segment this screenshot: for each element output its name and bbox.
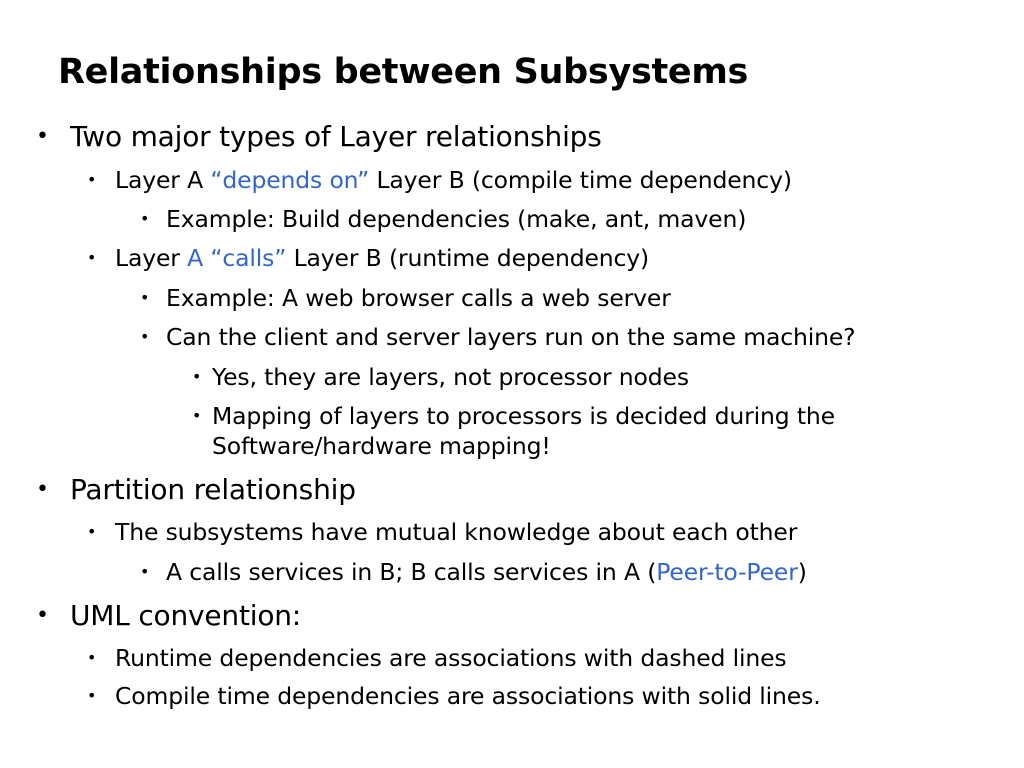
bullet-dot-icon: • — [87, 248, 97, 267]
bullet-dot-icon: • — [192, 367, 202, 386]
bullet-text: Two major types of Layer relationships — [70, 120, 602, 153]
bullet-dot-icon: • — [36, 124, 49, 149]
bullet-text: Software/hardware mapping! — [212, 432, 551, 460]
bullet-text: Yes, they are layers, not processor node… — [212, 363, 689, 391]
highlighted-term: “depends on” — [210, 166, 370, 194]
bullet-dot-icon: • — [140, 288, 150, 307]
bullet-level4: • Mapping of layers to processors is dec… — [192, 401, 835, 431]
bullet-text: Layer B (runtime dependency) — [286, 244, 650, 272]
bullet-level3: • Example: Build dependencies (make, ant… — [140, 204, 747, 234]
bullet-dot-icon: • — [140, 562, 150, 581]
bullet-level2: • Layer A “calls” Layer B (runtime depen… — [87, 243, 650, 273]
bullet-dot-icon: • — [36, 477, 49, 502]
bullet-text: Compile time dependencies are associatio… — [115, 682, 821, 710]
bullet-level1: • Partition relationship — [36, 472, 356, 508]
bullet-level3: • A calls services in B; B calls service… — [140, 557, 807, 587]
bullet-continuation: Software/hardware mapping! — [212, 431, 551, 461]
bullet-text: UML convention: — [70, 599, 302, 632]
bullet-level4: • Yes, they are layers, not processor no… — [192, 362, 689, 392]
bullet-text: ) — [797, 558, 807, 586]
bullet-dot-icon: • — [87, 648, 97, 667]
bullet-level1: • Two major types of Layer relationships — [36, 119, 602, 155]
bullet-dot-icon: • — [36, 603, 49, 628]
bullet-text: Example: A web browser calls a web serve… — [166, 284, 671, 312]
bullet-dot-icon: • — [140, 327, 150, 346]
bullet-dot-icon: • — [87, 170, 97, 189]
highlighted-term: A “calls” — [187, 244, 287, 272]
bullet-level2: • Compile time dependencies are associat… — [87, 681, 821, 711]
bullet-level3: • Can the client and server layers run o… — [140, 322, 856, 352]
bullet-level1: • UML convention: — [36, 598, 302, 634]
bullet-text: Layer A — [115, 166, 211, 194]
bullet-dot-icon: • — [87, 522, 97, 541]
bullet-dot-icon: • — [192, 406, 202, 425]
bullet-level2: • Layer A “depends on” Layer B (compile … — [87, 165, 792, 195]
bullet-level3: • Example: A web browser calls a web ser… — [140, 283, 671, 313]
bullet-dot-icon: • — [87, 686, 97, 705]
bullet-dot-icon: • — [140, 209, 150, 228]
bullet-text: Example: Build dependencies (make, ant, … — [166, 205, 747, 233]
bullet-text: Runtime dependencies are associations wi… — [115, 644, 787, 672]
bullet-level2: • The subsystems have mutual knowledge a… — [87, 517, 798, 547]
bullet-text: A calls services in B; B calls services … — [166, 558, 657, 586]
slide-title: Relationships between Subsystems — [58, 52, 749, 92]
bullet-text: Can the client and server layers run on … — [166, 323, 856, 351]
highlighted-term: Peer-to-Peer — [656, 558, 798, 586]
bullet-text: Layer — [115, 244, 188, 272]
bullet-text: Mapping of layers to processors is decid… — [212, 402, 835, 430]
bullet-level2: • Runtime dependencies are associations … — [87, 643, 787, 673]
bullet-text: Partition relationship — [70, 473, 356, 506]
bullet-text: The subsystems have mutual knowledge abo… — [115, 518, 798, 546]
bullet-text: Layer B (compile time dependency) — [369, 166, 792, 194]
